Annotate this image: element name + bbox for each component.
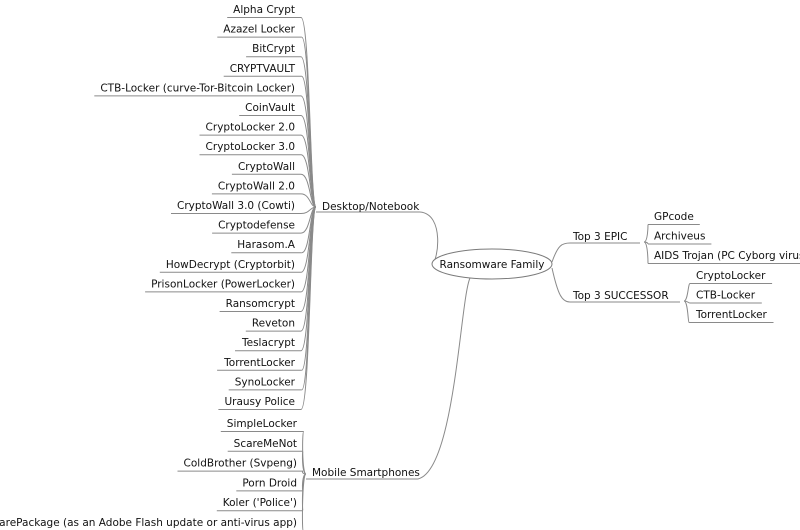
desktop-connector [300, 206, 317, 410]
successor-leaf-label[interactable]: TorrentLocker [695, 309, 768, 321]
desktop-leaf-label[interactable]: Alpha Crypt [233, 4, 295, 16]
desktop-leaf-label[interactable]: Azazel Locker [223, 24, 295, 36]
epic-leaf-label[interactable]: GPcode [654, 211, 694, 223]
desktop-leaf-label[interactable]: CoinVault [245, 102, 295, 114]
branch-label-desktop[interactable]: Desktop/Notebook [322, 201, 420, 213]
branch-label-epic[interactable]: Top 3 EPIC [572, 231, 627, 243]
branch-label-successor[interactable]: Top 3 SUCCESSOR [572, 290, 669, 302]
desktop-leaf-label[interactable]: CRYPTVAULT [230, 63, 296, 75]
desktop-leaf-label[interactable]: CryptoWall 2.0 [218, 180, 295, 192]
root-label: Ransomware Family [440, 259, 545, 271]
epic-connector [643, 241, 649, 264]
mobile-leaf-label[interactable]: Porn Droid [242, 477, 297, 489]
desktop-leaf-label[interactable]: TorrentLocker [223, 357, 296, 369]
desktop-leaf-label[interactable]: BitCrypt [252, 43, 295, 55]
epic-connector [643, 224, 649, 243]
desktop-connector [300, 173, 317, 208]
mobile-leaf-label[interactable]: ColdBrother (Svpeng) [184, 458, 297, 470]
successor-leaf-label[interactable]: CTB-Locker [696, 290, 756, 302]
root-ellipse [431, 248, 553, 280]
desktop-leaf-label[interactable]: Harasom.A [237, 239, 296, 251]
desktop-leaf-label[interactable]: Teslacrypt [241, 337, 295, 349]
desktop-leaf-label[interactable]: PrisonLocker (PowerLocker) [151, 278, 295, 290]
successor-leaf-label[interactable]: CryptoLocker [696, 270, 766, 282]
desktop-leaf-label[interactable]: SynoLocker [235, 376, 296, 388]
mobile-connector [301, 450, 307, 475]
successor-connector [683, 283, 691, 302]
mobile-connector [301, 473, 307, 530]
mobile-to-root-curve [417, 277, 471, 480]
mobile-leaf-label[interactable]: SimpleLocker [227, 418, 298, 430]
epic-leaf-label[interactable]: AIDS Trojan (PC Cyborg virus) [654, 250, 800, 262]
epic-leaf-label[interactable]: Archiveus [654, 231, 705, 243]
desktop-connector [300, 193, 317, 208]
desktop-leaf-label[interactable]: HowDecrypt (Cryptorbit) [166, 259, 295, 271]
desktop-leaf-label[interactable]: CryptoWall 3.0 (Cowti) [177, 200, 295, 212]
epic-branch-link [551, 242, 640, 263]
successor-connector [683, 300, 690, 323]
desktop-to-root-curve [419, 211, 439, 265]
mindmap-edges [94, 17, 800, 530]
desktop-leaf-label[interactable]: Urausy Police [224, 396, 295, 408]
mobile-leaf-label[interactable]: ScarePackage (as an Adobe Flash update o… [0, 517, 297, 529]
desktop-leaf-label[interactable]: CTB-Locker (curve-Tor-Bitcoin Locker) [100, 82, 295, 94]
desktop-leaf-label[interactable]: Cryptodefense [218, 220, 295, 232]
successor-branch-link [551, 267, 680, 303]
desktop-leaf-label[interactable]: CryptoLocker 3.0 [206, 141, 295, 153]
branch-label-mobile[interactable]: Mobile Smartphones [312, 467, 420, 479]
desktop-leaf-label[interactable]: Ransomcrypt [226, 298, 295, 310]
desktop-leaf-label[interactable]: CryptoWall [238, 161, 295, 173]
mobile-leaf-label[interactable]: ScareMeNot [234, 438, 297, 450]
mobile-leaf-label[interactable]: Koler ('Police') [223, 497, 297, 509]
desktop-leaf-label[interactable]: Reveton [252, 318, 295, 330]
desktop-leaf-label[interactable]: CryptoLocker 2.0 [206, 122, 295, 134]
root-node[interactable]: Ransomware Family [431, 248, 553, 280]
